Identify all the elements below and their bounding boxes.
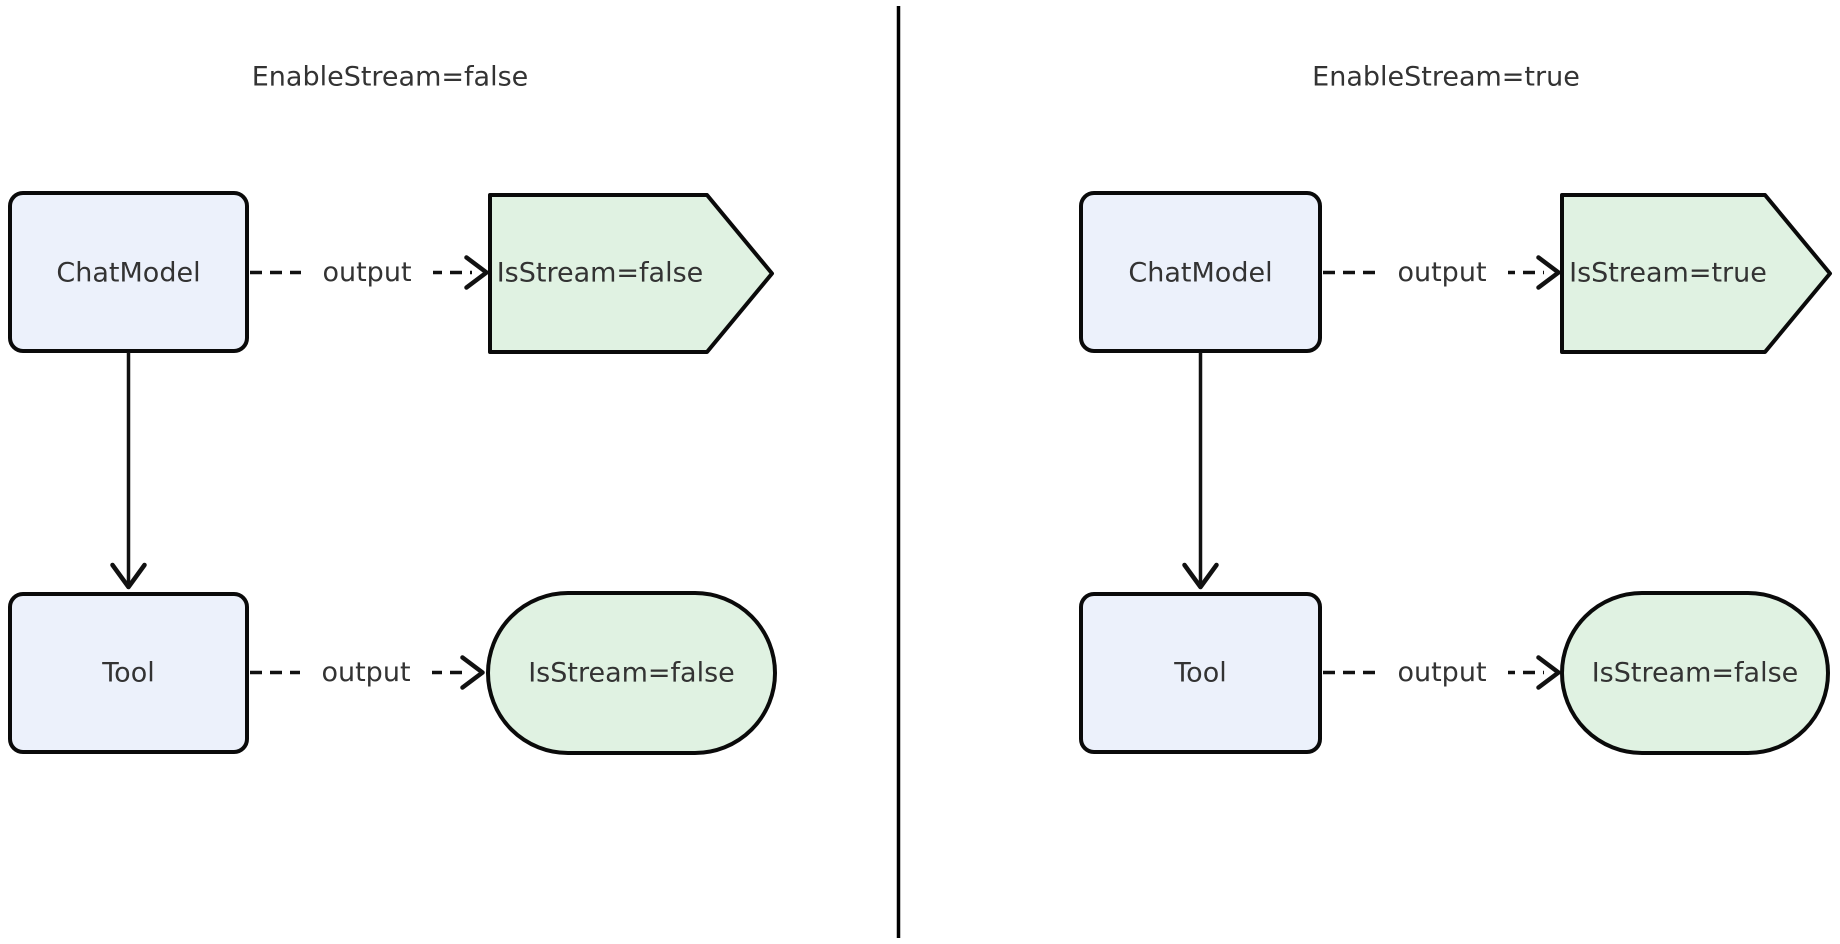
node-chatmodel: ChatModel [8,191,249,353]
tool-output-stadium [1560,591,1830,755]
arrowhead-right-icon [1536,655,1561,690]
edge-tool-output: output [1323,650,1561,695]
panel-enablestream-true: EnableStream=true ChatModel output IsStr… [1079,62,1832,755]
tool-box [1079,592,1322,754]
tool-label: Tool [1173,658,1226,689]
edge-chatmodel-output: output [250,250,489,295]
tool-box [8,592,249,754]
edge-label: output [321,657,410,688]
arrowhead-right-icon [464,255,489,290]
edge-chatmodel-output: output [1323,250,1561,295]
chat-output-pentagon [1560,193,1832,354]
node-chat-output: IsStream=false [488,193,774,354]
edge-label-background [1376,250,1508,295]
chat-output-label: IsStream=false [497,258,704,289]
edge-label-background [301,250,433,295]
node-tool-output: IsStream=false [1560,591,1830,755]
tool-output-stadium [486,591,777,755]
panel-title: EnableStream=true [1312,62,1580,93]
chatmodel-label: ChatModel [56,258,200,289]
tool-output-label: IsStream=false [1592,658,1799,689]
node-tool-output: IsStream=false [486,591,777,755]
node-chat-output: IsStream=true [1560,193,1832,354]
node-chatmodel: ChatModel [1079,191,1322,353]
panel-title: EnableStream=false [252,62,529,93]
edge-label-background [1376,650,1508,695]
edge-chatmodel-tool [1182,352,1219,590]
tool-label: Tool [101,658,154,689]
edge-tool-output: output [250,650,485,695]
arrowhead-down-icon [1182,562,1219,590]
chat-output-pentagon [488,193,774,354]
edge-label: output [322,257,411,288]
tool-output-label: IsStream=false [528,658,735,689]
arrowhead-right-icon [1536,255,1561,290]
arrowhead-right-icon [460,655,485,690]
chatmodel-box [1079,191,1322,353]
panel-enablestream-false: EnableStream=false ChatModel output IsSt… [8,62,777,755]
chatmodel-box [8,191,249,353]
arrowhead-down-icon [110,562,147,590]
chatmodel-label: ChatModel [1128,258,1272,289]
edge-label-background [300,650,432,695]
edge-chatmodel-tool [110,352,147,590]
node-tool: Tool [8,592,249,754]
edge-label: output [1397,657,1486,688]
chat-output-label: IsStream=true [1569,258,1767,289]
edge-label: output [1397,257,1486,288]
node-tool: Tool [1079,592,1322,754]
